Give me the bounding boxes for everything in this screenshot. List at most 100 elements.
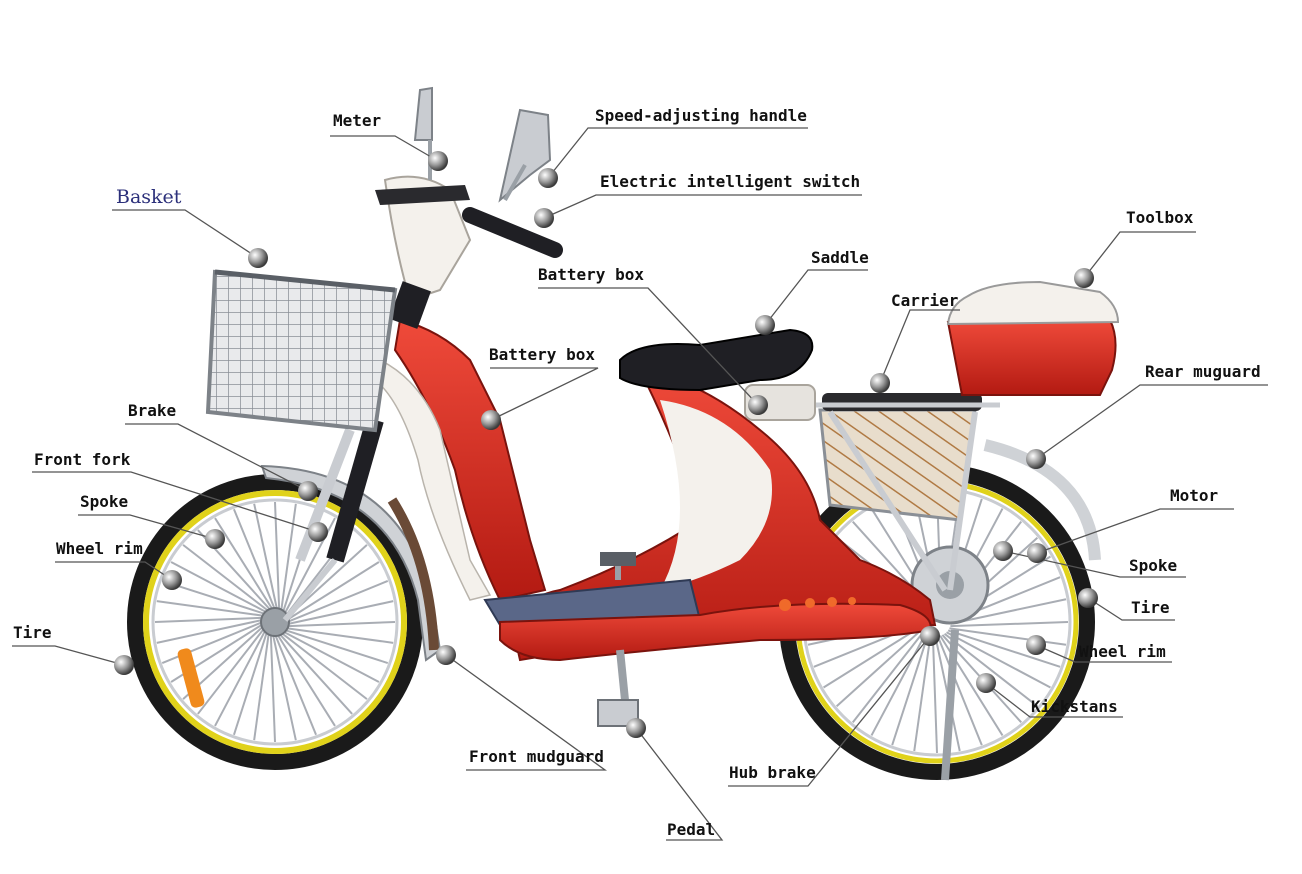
toolbox-marker xyxy=(1074,268,1094,288)
carrier-marker xyxy=(870,373,890,393)
label-tire-left: Tire xyxy=(13,623,52,642)
spoke-line xyxy=(870,631,928,736)
spoke-line xyxy=(233,508,276,609)
label-spoke-left: Spoke xyxy=(80,492,129,511)
front-fork-shape xyxy=(282,417,384,622)
spoke-line xyxy=(156,600,263,617)
label-toolbox: Toolbox xyxy=(1126,208,1194,227)
kickstand-marker xyxy=(976,673,996,693)
spoke-line xyxy=(835,626,925,707)
spoke-line xyxy=(269,635,276,743)
spoke-line xyxy=(284,631,380,683)
callout-lines xyxy=(12,127,1268,841)
switch-marker xyxy=(534,208,554,228)
spoke-line xyxy=(274,501,281,609)
saddle-marker xyxy=(755,315,775,335)
tire-left-marker xyxy=(114,655,134,675)
rear-rack xyxy=(808,393,1000,592)
pedal-shape xyxy=(597,552,639,727)
frame-body xyxy=(374,318,937,662)
spoke-line xyxy=(288,561,380,620)
label-tire-right: Tire xyxy=(1131,598,1170,617)
rear-mudguard-shape xyxy=(983,439,1101,561)
spoke-line xyxy=(279,634,353,715)
wheel-rim-right-marker xyxy=(1026,635,1046,655)
label-wheel-rim-left: Wheel rim xyxy=(56,539,143,558)
spoke-line xyxy=(287,627,394,644)
spoke-line xyxy=(280,503,297,610)
spoke-line xyxy=(288,580,389,623)
kickstand-shape xyxy=(941,629,959,781)
motor-marker xyxy=(1027,543,1047,563)
spoke-right-marker xyxy=(993,541,1013,561)
front-fork-marker xyxy=(308,522,328,542)
tire-right-marker xyxy=(1078,588,1098,608)
spoke-line xyxy=(274,635,317,736)
label-electric-intelligent-switch: Electric intelligent switch xyxy=(600,172,861,191)
spoke-line xyxy=(950,598,1067,625)
spoke-line xyxy=(182,544,269,612)
handlebar-assembly xyxy=(375,86,563,329)
label-carrier: Carrier xyxy=(891,291,959,310)
label-meter: Meter xyxy=(333,111,382,130)
front-wheel xyxy=(127,474,423,770)
label-battery-box-front: Battery box xyxy=(489,345,595,364)
battery-box-top-marker xyxy=(748,395,768,415)
label-motor: Motor xyxy=(1170,486,1219,505)
label-battery-box-top: Battery box xyxy=(538,265,644,284)
wheel-rim-left-marker xyxy=(162,570,182,590)
spoke-line xyxy=(272,635,297,741)
spoke-line xyxy=(913,634,932,752)
label-hub-brake: Hub brake xyxy=(729,763,816,782)
label-kickstand: Kickstans xyxy=(1031,697,1118,716)
spoke-line xyxy=(154,616,262,623)
spoke-line xyxy=(931,635,938,754)
hub-brake-marker xyxy=(920,626,940,646)
spoke-line xyxy=(156,619,262,644)
meter-marker xyxy=(428,151,448,171)
spoke-line xyxy=(170,561,266,613)
spoke-line xyxy=(852,628,927,723)
front-mudguard-marker xyxy=(436,645,456,665)
brake-marker xyxy=(298,481,318,501)
battery-box-front-marker xyxy=(481,410,501,430)
spoke-line xyxy=(943,632,1038,707)
label-speed-adjusting-handle: Speed-adjusting handle xyxy=(595,106,807,125)
basket-shape xyxy=(205,269,398,433)
spoke-line xyxy=(950,621,1069,628)
spoke-line xyxy=(233,632,268,736)
label-brake: Brake xyxy=(128,401,177,420)
spoke-line xyxy=(197,628,265,715)
toolbox-shape xyxy=(946,280,1120,396)
label-saddle: Saddle xyxy=(811,248,869,267)
rear-mudguard-marker xyxy=(1026,449,1046,469)
spoke-left-marker xyxy=(205,529,225,549)
pedal-marker xyxy=(626,718,646,738)
label-front-fork: Front fork xyxy=(34,450,131,469)
spoke-line xyxy=(288,600,394,625)
spoke-line xyxy=(214,631,266,727)
spoke-line xyxy=(936,635,983,746)
spoke-line xyxy=(891,632,930,746)
label-front-mudguard: Front mudguard xyxy=(469,747,604,766)
spoke-line xyxy=(288,621,396,628)
spoke-line xyxy=(946,631,1051,689)
label-wheel-rim-right: Wheel rim xyxy=(1079,642,1166,661)
spoke-line xyxy=(281,632,368,700)
spoke-line xyxy=(949,627,1067,646)
spoke-line xyxy=(823,624,924,689)
label-basket: Basket xyxy=(116,186,182,208)
label-rear-mudguard: Rear muguard xyxy=(1145,362,1261,381)
spoke-line xyxy=(947,629,1061,668)
basket-marker xyxy=(248,248,268,268)
spoke-line xyxy=(285,629,389,664)
label-pedal: Pedal xyxy=(667,820,716,839)
speed-handle-marker xyxy=(538,168,558,188)
spoke-line xyxy=(253,634,270,741)
spoke-line xyxy=(214,517,273,609)
spoke-line xyxy=(253,503,278,609)
callout-markers xyxy=(114,151,1098,738)
label-spoke-right: Spoke xyxy=(1129,556,1178,575)
